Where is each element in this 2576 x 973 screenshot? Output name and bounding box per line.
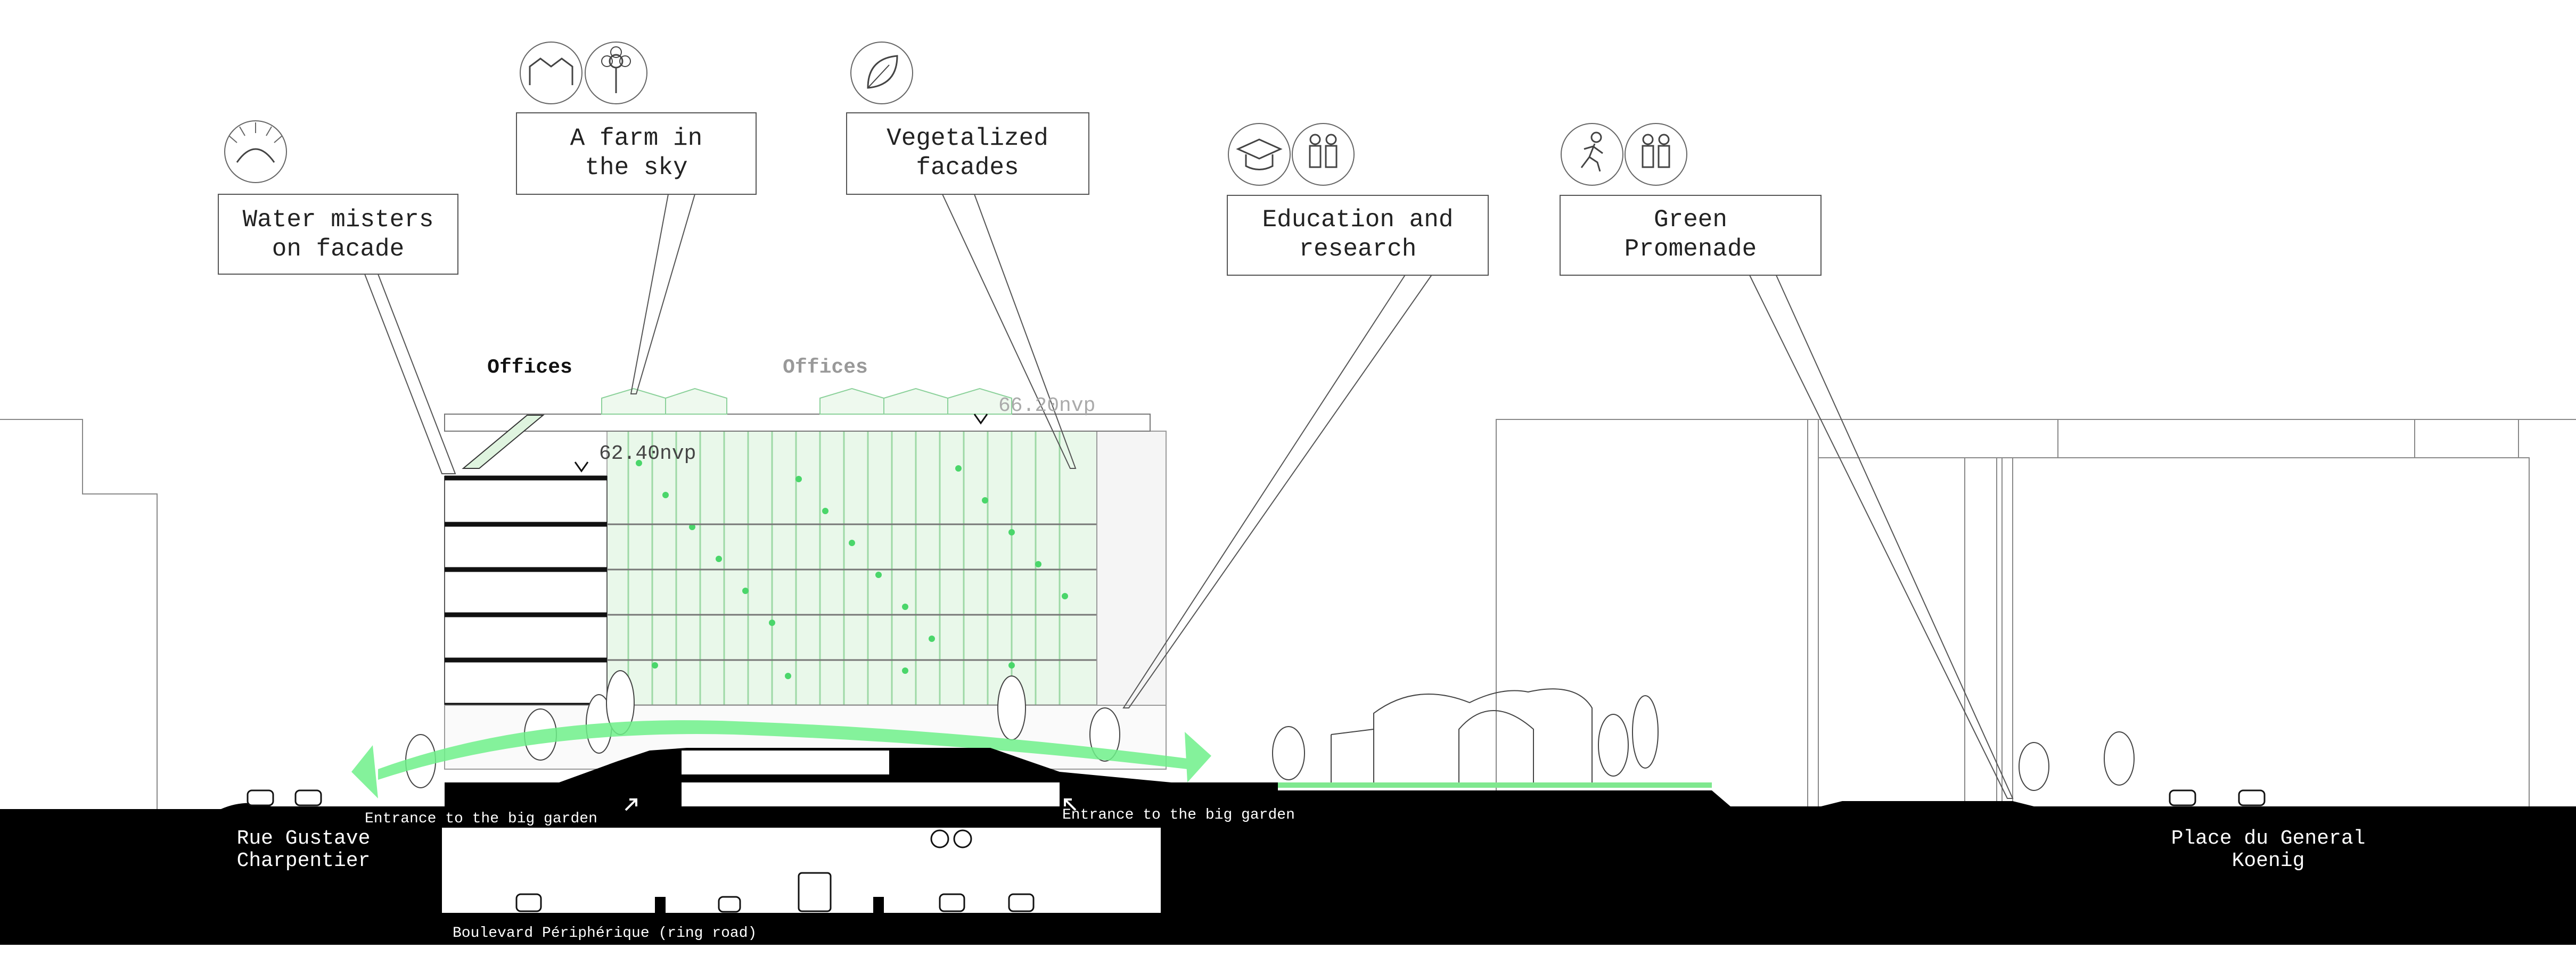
callout-promenade-line1: Green — [1654, 206, 1727, 234]
callout-vegetalized: Vegetalized facades — [846, 112, 1089, 195]
callout-promenade-line2: Promenade — [1625, 235, 1757, 263]
green-strip-right — [1278, 782, 1712, 788]
label-ring-road: Boulevard Périphérique (ring road) — [453, 925, 757, 942]
callout-promenade: Green Promenade — [1560, 195, 1822, 276]
roof-greenhouses — [601, 387, 1012, 415]
label-street-left-2: Charpentier — [237, 850, 371, 872]
callout-leaders — [364, 194, 2014, 799]
callout-farm-line1: A farm in — [570, 125, 702, 152]
vehicles — [247, 789, 2266, 913]
education-pavilion — [1331, 688, 1593, 788]
label-entrance-left: Entrance to the big garden — [365, 811, 597, 827]
label-offices-right: Offices — [783, 356, 868, 379]
callout-education-line2: research — [1299, 235, 1417, 263]
roof-line — [444, 414, 1151, 432]
label-level-right: 66.20nvp — [998, 394, 1095, 417]
mister-icon — [224, 120, 287, 183]
flower-icon — [585, 42, 647, 104]
label-level-left: 62.40nvp — [599, 442, 696, 465]
callout-water-misters-line2: on facade — [272, 235, 404, 263]
callout-farm-line2: the sky — [585, 154, 687, 182]
label-street-right-2: Koenig — [2232, 850, 2305, 872]
ring-road-tunnel — [442, 828, 1161, 913]
office-block-left — [444, 476, 608, 706]
level-marker-left — [574, 461, 589, 473]
people-icon — [1292, 123, 1355, 186]
people-icon — [1625, 123, 1687, 186]
right-facade-strip — [1096, 431, 1167, 708]
level-marker-right — [973, 414, 988, 425]
label-street-right-1: Place du General — [2171, 827, 2366, 850]
parking-upper — [682, 751, 889, 774]
leaf-icon — [850, 42, 913, 104]
floor-slabs — [445, 475, 607, 708]
label-offices-left: Offices — [487, 356, 572, 379]
label-entrance-right: Entrance to the big garden — [1062, 807, 1295, 823]
context-buildings — [0, 419, 2576, 809]
callout-vegetalized-line2: facades — [916, 154, 1019, 182]
main-building — [444, 387, 1167, 770]
callout-vegetalized-line1: Vegetalized — [887, 125, 1048, 152]
callout-water-misters-line1: Water misters — [243, 206, 434, 234]
label-street-left-1: Rue Gustave — [237, 827, 371, 850]
callout-education-line1: Education and — [1262, 206, 1454, 234]
runner-icon — [1561, 123, 1623, 186]
graduation-cap-icon — [1228, 123, 1291, 186]
greenhouse-icon — [520, 42, 583, 104]
green-flow-arrow — [351, 720, 1211, 798]
roof-stair — [462, 415, 545, 469]
callout-water-misters: Water misters on facade — [218, 194, 458, 275]
green-dots — [636, 460, 1068, 679]
callout-farm-in-sky: A farm in the sky — [516, 112, 757, 195]
entrance-arrow-icon — [625, 798, 1077, 811]
parking-lower — [682, 782, 1060, 806]
callout-education: Education and research — [1227, 195, 1489, 276]
trees — [405, 670, 2135, 791]
